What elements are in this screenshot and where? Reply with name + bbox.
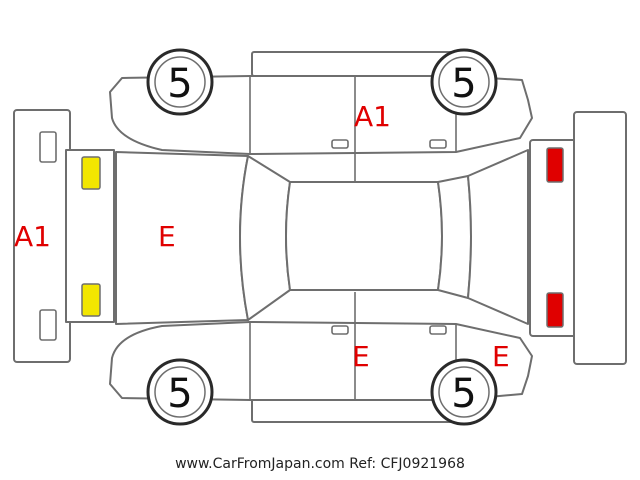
- front-right-lamp-marker: [81, 283, 101, 317]
- windshield: [239, 155, 291, 321]
- footer-ref: Ref: CFJ0921968: [349, 456, 465, 472]
- tire-rear-right: 5: [430, 358, 498, 426]
- tire-rear-left-tread: 5: [451, 61, 476, 107]
- tire-rear-left: 5: [430, 48, 498, 116]
- left-side-body: [109, 51, 533, 182]
- tailgate: [467, 149, 529, 325]
- tire-front-right-tread: 5: [167, 371, 192, 417]
- tire-front-right: 5: [146, 358, 214, 426]
- tire-rear-right-tread: 5: [451, 371, 476, 417]
- rear-panel: [529, 139, 577, 337]
- footer-watermark: www.CarFromJapan.com Ref: CFJ0921968: [0, 456, 640, 472]
- front-panel: [65, 149, 115, 323]
- tire-front-left: 5: [146, 48, 214, 116]
- rear-right-lamp-marker: [546, 292, 564, 328]
- code-front-bumper: A1: [14, 220, 51, 253]
- rear-bumper: [573, 111, 627, 365]
- footer-site: www.CarFromJapan.com: [175, 456, 345, 472]
- tire-front-left-tread: 5: [167, 61, 192, 107]
- code-right-rear-door: E: [352, 340, 370, 373]
- code-right-rear-quarter: E: [492, 340, 510, 373]
- hood-panel: [115, 151, 249, 325]
- code-left-rear-door: A1: [354, 100, 391, 133]
- rear-left-lamp-marker: [546, 147, 564, 183]
- code-hood: E: [158, 220, 176, 253]
- roof-panel: [285, 181, 443, 291]
- rear-window: [437, 175, 472, 299]
- right-side-body: [109, 292, 533, 423]
- front-left-lamp-marker: [81, 156, 101, 190]
